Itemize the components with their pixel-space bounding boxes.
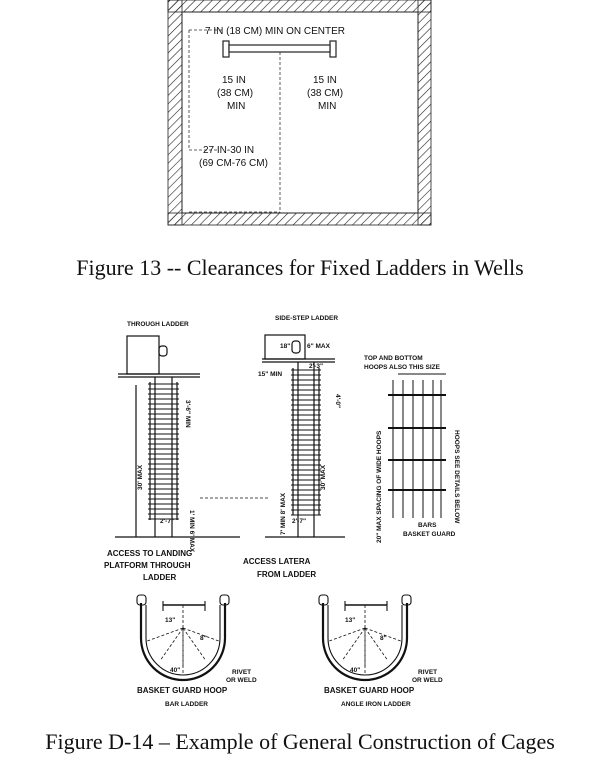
access-landing-line2: PLATFORM THROUGH — [104, 561, 191, 570]
access-landing-line1: ACCESS TO LANDING — [107, 549, 192, 558]
well-wall-bottom — [167, 212, 432, 226]
left-clearance-line1: 15 IN — [222, 75, 246, 86]
hoops-see-details-label: HOOPS SEE DETAILS BELOW — [453, 430, 460, 524]
rivet-weld-left-1: RIVET — [232, 669, 251, 676]
rivet-weld-right-1: RIVET — [418, 669, 437, 676]
figure-d14-caption: Figure D-14 – Example of General Constru… — [45, 729, 555, 754]
dim-2-3: 2'-3" — [309, 363, 323, 370]
top-bottom-hoops-line2: HOOPS ALSO THIS SIZE — [364, 364, 441, 371]
right-clearance-line3: MIN — [318, 101, 336, 112]
dim-4-0: 4'-0" — [334, 394, 341, 408]
basket-guard-label: BASKET GUARD — [403, 531, 456, 538]
bar-ladder-label: BAR LADDER — [165, 701, 208, 708]
spacing-vertical-label: 20" MAX SPACING OF WIDE HOOPS — [376, 430, 383, 543]
angle-iron-ladder-label: ANGLE IRON LADDER — [341, 701, 411, 708]
rivet-weld-left-2: OR WELD — [226, 677, 257, 684]
dim-30-max-right: 30' MAX — [320, 464, 327, 490]
right-clearance-line2: (38 CM) — [307, 88, 343, 99]
top-bottom-hoops-line1: TOP AND BOTTOM — [364, 355, 423, 362]
side-step-ladder-label: SIDE-STEP LADDER — [275, 315, 338, 322]
through-ladder-label: THROUGH LADDER — [127, 321, 189, 328]
figure-13-caption: Figure 13 -- Clearances for Fixed Ladder… — [76, 255, 524, 280]
dim-2-7-right: 2'-7" — [292, 518, 306, 525]
well-wall-left — [167, 0, 183, 226]
dim-18: 18" — [280, 343, 290, 350]
bottom-clearance-line2: (69 CM-76 CM) — [199, 158, 268, 169]
hoop-end — [401, 594, 412, 606]
dim-15-min: 15" MIN — [258, 371, 282, 378]
hoop-right-dim-3: 40" — [350, 667, 360, 674]
dim-2-7-left: 2'-7" — [160, 518, 174, 525]
bottom-clearance-line1: 27 IN-30 IN — [203, 145, 254, 156]
basket-guard-drawing — [388, 373, 446, 518]
hoop-outline — [139, 603, 227, 682]
figure-13-diagram: 7 IN (18 CM) MIN ON CENTER 15 IN (38 CM)… — [167, 0, 432, 226]
figure-d14-diagram: THROUGH LADDER 3'-6" MIN 30' MAX 2'-7" 1… — [104, 315, 460, 708]
well-wall-top — [167, 0, 432, 13]
hoop-end — [136, 594, 147, 606]
basket-guard-hoop-right: BASKET GUARD HOOP — [324, 686, 415, 695]
ladder-top-view — [222, 40, 337, 58]
dim-1-min-6-max: 1' MIN 6' MAX — [188, 510, 195, 553]
well-wall-right — [417, 0, 432, 226]
hoop-outline — [321, 603, 409, 682]
bar-ladder-hoop-drawing — [136, 594, 230, 682]
hoop-right-dim-2: 8" — [380, 635, 387, 642]
hoop-left-dim-1: 13" — [165, 617, 175, 624]
access-landing-line3: LADDER — [143, 573, 177, 582]
left-clearance-line2: (38 CM) — [217, 88, 253, 99]
angle-iron-ladder-hoop-drawing — [318, 594, 412, 682]
side-step-ladder-drawing — [262, 334, 345, 538]
hoop-left-dim-2: 8" — [200, 635, 207, 642]
on-center-label: 7 IN (18 CM) MIN ON CENTER — [205, 26, 345, 37]
dim-6-max: 6" MAX — [307, 343, 331, 350]
dim-30-max-left: 30' MAX — [137, 464, 144, 490]
right-clearance-line1: 15 IN — [313, 75, 337, 86]
hoop-end — [318, 594, 329, 606]
access-lateral-line2: FROM LADDER — [257, 570, 316, 579]
hoop-left-dim-3: 40" — [170, 667, 180, 674]
left-clearance-line3: MIN — [227, 101, 245, 112]
access-lateral-line1: ACCESS LATERA — [243, 557, 311, 566]
bars-label: BARS — [418, 522, 437, 529]
dim-7-min-8-max: 7' MIN 8' MAX — [280, 492, 287, 535]
hoop-right-dim-1: 13" — [345, 617, 355, 624]
basket-guard-hoop-left: BASKET GUARD HOOP — [137, 686, 228, 695]
dim-3-6-min: 3'-6" MIN — [184, 400, 191, 428]
hoop-end — [219, 594, 230, 606]
rivet-weld-right-2: OR WELD — [412, 677, 443, 684]
